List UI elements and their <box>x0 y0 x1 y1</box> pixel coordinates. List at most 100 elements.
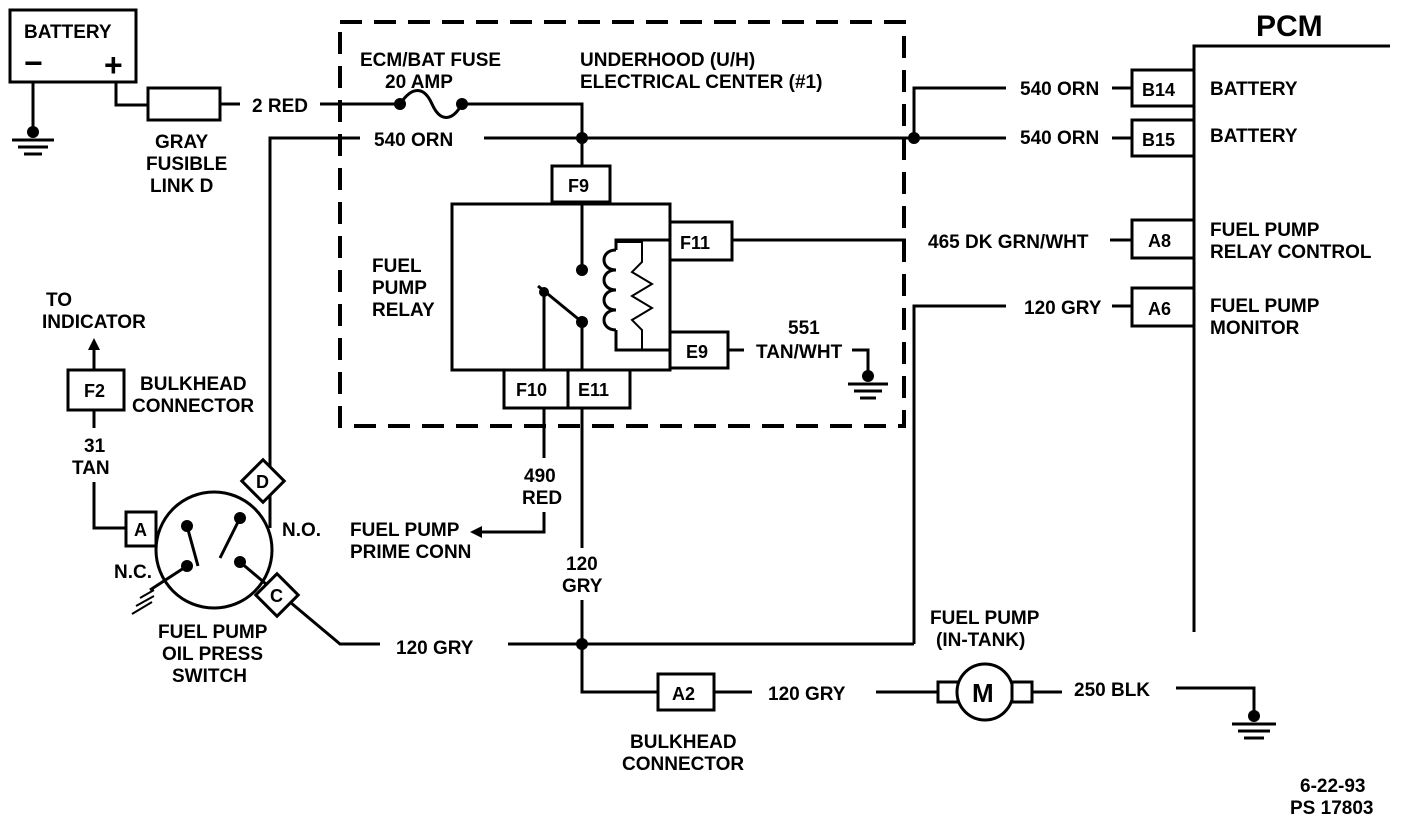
pump-ground-symbol <box>1176 686 1276 740</box>
connector-a8 <box>1130 218 1196 260</box>
battery-plus: + <box>104 47 123 83</box>
relay-label-2: PUMP <box>372 278 427 299</box>
relay-coil <box>602 238 670 352</box>
connector-a6-label: A6 <box>1148 299 1171 319</box>
connector-b15 <box>1130 118 1196 158</box>
bulkhead-f2-label-2: CONNECTOR <box>132 396 254 417</box>
ecm-bat-fuse <box>394 89 468 119</box>
wire-551-label-2: TAN/WHT <box>756 342 843 363</box>
monitor-label-1: FUEL PUMP <box>1210 296 1320 317</box>
relay-label-1: FUEL <box>372 256 422 277</box>
switch-label-3: SWITCH <box>172 666 247 687</box>
wire-490-label-2: RED <box>522 488 562 509</box>
fusible-link-label-3: LINK D <box>150 176 213 197</box>
wire-120-gry-vertical-label-1: 120 <box>566 554 598 575</box>
fusible-link-label-2: FUSIBLE <box>146 154 227 175</box>
diagram-ps-number: PS 17803 <box>1290 798 1373 819</box>
wire-to-a2 <box>580 644 658 694</box>
battery-label: BATTERY <box>24 22 112 43</box>
wire-540-orn-right-1-label: 540 ORN <box>1020 79 1099 100</box>
connector-e11-label: E11 <box>578 380 609 400</box>
connector-f10-label: F10 <box>516 380 547 400</box>
wire-31-tan-label-2: TAN <box>72 458 110 479</box>
fusible-link-d <box>146 86 222 122</box>
switch-terminal-c <box>253 571 301 619</box>
connector-b15-label: B15 <box>1142 130 1175 150</box>
battery-ground-symbol <box>12 82 54 156</box>
fuel-pump-in-tank-label-2: (IN-TANK) <box>936 630 1025 651</box>
fusible-link-label-1: GRAY <box>155 132 208 153</box>
battery-minus: − <box>24 45 43 81</box>
battery-box <box>8 8 138 84</box>
fuel-pump-in-tank-label-1: FUEL PUMP <box>930 608 1040 629</box>
bulkhead-a2-label-2: CONNECTOR <box>622 754 744 775</box>
relay-control-label-1: FUEL PUMP <box>1210 220 1320 241</box>
connector-f2 <box>66 368 126 412</box>
switch-terminal-c-label: C <box>270 586 283 606</box>
switch-label-1: FUEL PUMP <box>158 622 268 643</box>
pcm-battery-b15-label: BATTERY <box>1210 126 1298 147</box>
relay-ground-symbol <box>848 348 888 400</box>
wire-120-gry-monitor <box>912 304 1006 644</box>
prime-conn-label-1: FUEL PUMP <box>350 520 460 541</box>
connector-f11-label: F11 <box>680 233 710 253</box>
monitor-label-2: MONITOR <box>1210 318 1300 339</box>
connector-f2-label: F2 <box>84 381 105 401</box>
underhood-label-2: ELECTRICAL CENTER (#1) <box>580 72 822 93</box>
wire-540-orn-right-2-label: 540 ORN <box>1020 128 1099 149</box>
oil-press-switch <box>131 490 274 615</box>
wire-31-tan-b <box>92 482 128 530</box>
connector-b14 <box>1130 68 1196 108</box>
prime-conn-label-2: PRIME CONN <box>350 542 471 563</box>
motor-label: M <box>972 678 994 708</box>
underhood-label-1: UNDERHOOD (U/H) <box>580 50 755 71</box>
wire-540-orn-label: 540 ORN <box>374 130 453 151</box>
prime-conn-arrow <box>470 526 482 538</box>
wire-fuse-to-junction <box>462 102 584 138</box>
connector-a8-label: A8 <box>1148 231 1171 251</box>
connector-a2 <box>656 672 716 712</box>
underhood-electrical-center-box <box>338 20 906 428</box>
to-indicator-label-1: TO <box>46 290 72 311</box>
indicator-arrow <box>88 338 100 350</box>
switch-no-label: N.O. <box>282 520 321 541</box>
switch-terminal-d <box>239 457 287 505</box>
bulkhead-a2-label-1: BULKHEAD <box>630 732 737 753</box>
pcm-label: PCM <box>1256 10 1323 43</box>
wire-120-gry-vertical-label-2: GRY <box>562 576 603 597</box>
relay-label-3: RELAY <box>372 300 435 321</box>
switch-nc-label: N.C. <box>114 562 152 583</box>
wire-120-gry-bottom-label: 120 GRY <box>396 638 474 659</box>
relay-control-label-2: RELAY CONTROL <box>1210 242 1372 263</box>
switch-terminal-d-label: D <box>256 472 269 492</box>
fuel-pump-relay-body <box>450 202 672 372</box>
ecm-bat-fuse-label-1: ECM/BAT FUSE <box>360 50 501 71</box>
wire-490-red-b <box>474 512 546 534</box>
switch-label-2: OIL PRESS <box>162 644 263 665</box>
switch-terminal-a-label: A <box>134 520 147 540</box>
connector-a6 <box>1130 286 1196 328</box>
wire-490-label-1: 490 <box>524 466 556 487</box>
connector-e9 <box>668 330 730 370</box>
bulkhead-f2-label-1: BULKHEAD <box>140 374 247 395</box>
connector-e11 <box>566 368 632 410</box>
diagram-date: 6-22-93 <box>1300 776 1366 797</box>
battery: BATTERY − + <box>8 8 138 84</box>
pcm-battery-b14-label: BATTERY <box>1210 79 1298 100</box>
wire-31-tan-label-1: 31 <box>84 436 106 457</box>
connector-e9-label: E9 <box>686 342 708 362</box>
wire-120-gry-from-switch <box>277 590 380 646</box>
wire-battery-positive <box>114 82 148 107</box>
pcm-outline <box>1192 44 1390 632</box>
wire-540-orn-left <box>268 136 360 528</box>
relay-switch-contacts <box>537 202 588 370</box>
connector-f9-label: F9 <box>568 176 589 196</box>
wire-120-gry-a2-label: 120 GRY <box>768 684 846 705</box>
connector-b14-label: B14 <box>1142 80 1175 100</box>
wire-250-blk-label: 250 BLK <box>1074 680 1150 701</box>
wire-465-label: 465 DK GRN/WHT <box>928 232 1089 253</box>
wire-2-red-label: 2 RED <box>252 96 308 117</box>
connector-a2-label: A2 <box>672 684 695 704</box>
ecm-bat-fuse-label-2: 20 AMP <box>385 72 453 93</box>
